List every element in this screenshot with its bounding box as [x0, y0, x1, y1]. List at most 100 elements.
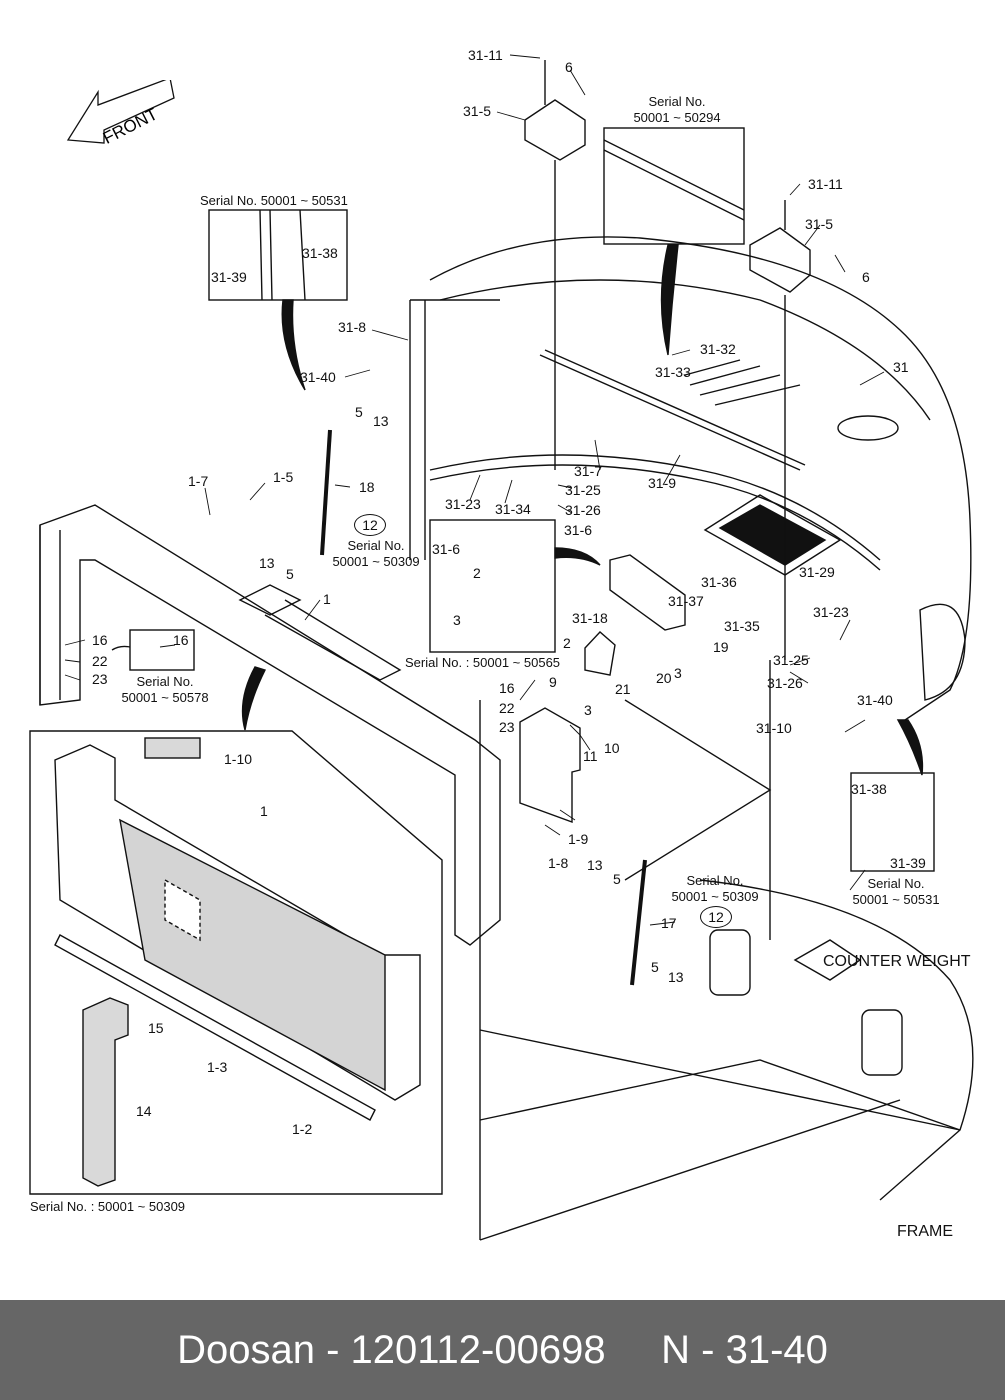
striker-2 [584, 631, 616, 676]
part-label: 31-39 [211, 269, 247, 285]
part-label: 5 [613, 871, 621, 887]
part-label: 13 [259, 555, 275, 571]
part-label: 15 [148, 1020, 164, 1036]
part-label: 6 [862, 269, 870, 285]
serial-note-right-bottom: Serial No. 50001 ~ 50531 [852, 876, 940, 907]
frame-caption: FRAME [897, 1223, 953, 1240]
part-label: 31-25 [565, 482, 601, 498]
part-label: 16 [499, 680, 515, 696]
part-label: 22 [92, 653, 108, 669]
part-label: 22 [499, 700, 515, 716]
part-label: 6 [565, 59, 573, 75]
part-label: 31-6 [432, 541, 461, 557]
part-label: 16 [173, 632, 189, 648]
part-label: 11 [583, 748, 598, 764]
circled-ref-12: 12 [354, 514, 386, 536]
cover-grille-slots [684, 359, 801, 406]
inset-box-latch [429, 519, 556, 653]
serial-note-hinge: Serial No. 50001 ~ 50294 [633, 94, 721, 125]
serial-note-left-top: Serial No. 50001 ~ 50531 [200, 193, 348, 208]
part-label: 31-7 [574, 463, 603, 479]
hinge-bracket-right [749, 227, 811, 293]
part-label: 3 [674, 665, 682, 681]
part-label: 1-9 [568, 831, 589, 847]
part-label: 5 [355, 404, 363, 420]
serial-note-radiator: Serial No. : 50001 ~ 50309 [30, 1199, 186, 1214]
counter-weight-post-a [709, 929, 751, 996]
detail-arrow [896, 719, 924, 776]
part-label: 31 [893, 359, 909, 375]
part-label: 1-8 [548, 855, 569, 871]
part-label: 2 [473, 565, 481, 581]
part-label: 2 [563, 635, 571, 651]
serial-note-bolt-16: Serial No. 50001 ~ 50578 [121, 674, 209, 705]
part-label: 31-6 [564, 522, 593, 538]
detail-arrow [660, 244, 679, 356]
support-frame [39, 504, 501, 946]
part-label: 31-18 [572, 610, 608, 626]
part-label: 31-33 [655, 364, 691, 380]
part-label: 5 [651, 959, 659, 975]
part-label: 31-5 [463, 103, 492, 119]
part-label: 31-39 [890, 855, 926, 871]
part-number-banner: Doosan - 120112-00698 N - 31-40 [0, 1300, 1005, 1400]
part-label: 31-34 [495, 501, 531, 517]
counter-weight-outline [699, 879, 974, 1201]
parts-diagram: FRONT 31-11 6 31-5 31-11 31-5 6 31-38 31… [29, 47, 974, 1241]
part-label: 31-29 [799, 564, 835, 580]
part-label: 31-23 [813, 604, 849, 620]
serial-note-latch: Serial No. : 50001 ~ 50565 [405, 655, 561, 670]
gas-spring-17 [630, 859, 647, 986]
detail-arrow [111, 645, 131, 651]
part-label: 17 [661, 915, 677, 931]
part-label: 31-11 [808, 176, 843, 192]
part-label: 18 [359, 479, 375, 495]
part-label: 31-8 [338, 319, 367, 335]
part-label: 31-40 [857, 692, 893, 708]
detail-arrow [554, 547, 601, 566]
part-label: 31-5 [805, 216, 834, 232]
bracket-14 [82, 997, 129, 1187]
part-label: 20 [656, 670, 672, 686]
inset-box-hinge [603, 127, 745, 245]
detail-arrow [241, 666, 266, 731]
part-label: 31-38 [851, 781, 887, 797]
part-label: 16 [92, 632, 108, 648]
part-label: 14 [136, 1103, 152, 1119]
inset-box-bolt16 [129, 629, 195, 671]
part-label: 1 [260, 803, 268, 819]
serial-note-gas-spring-17: Serial No. 50001 ~ 50309 [671, 873, 759, 904]
part-label: 1-3 [207, 1059, 228, 1075]
part-label: 1-10 [224, 751, 253, 767]
part-label: 31-10 [756, 720, 792, 736]
part-label: 13 [587, 857, 603, 873]
part-label: 13 [373, 413, 389, 429]
inset-box-radiator [29, 730, 443, 1195]
part-label: 10 [604, 740, 620, 756]
part-label: 13 [668, 969, 684, 985]
cover-panel-9 [519, 707, 581, 824]
part-label: 31-25 [773, 652, 809, 668]
part-label: 1-7 [188, 473, 209, 489]
diagram-line-art [29, 54, 974, 1241]
serial-note-gas-spring-18: Serial No. 50001 ~ 50309 [332, 538, 420, 569]
seal-1-10 [144, 737, 201, 759]
part-label: 21 [615, 681, 631, 697]
part-label: 19 [713, 639, 729, 655]
part-label: 31-36 [701, 574, 737, 590]
part-label: 5 [286, 566, 294, 582]
circled-ref-12: 12 [700, 906, 732, 928]
part-label: 31-35 [724, 618, 760, 634]
engine-cover-inner [439, 279, 931, 421]
part-label: 31-23 [445, 496, 481, 512]
part-label: 31-32 [700, 341, 736, 357]
inset-box-right-bottom [850, 772, 935, 872]
part-label: 31-38 [302, 245, 338, 261]
front-label: FRONT [100, 104, 161, 148]
front-direction-arrow: FRONT [66, 80, 175, 148]
engine-cover-outline [429, 236, 972, 721]
part-label: 31-11 [468, 47, 503, 63]
gas-spring-18 [320, 429, 332, 556]
part-label: 31-26 [565, 502, 601, 518]
part-label: 31-26 [767, 675, 803, 691]
